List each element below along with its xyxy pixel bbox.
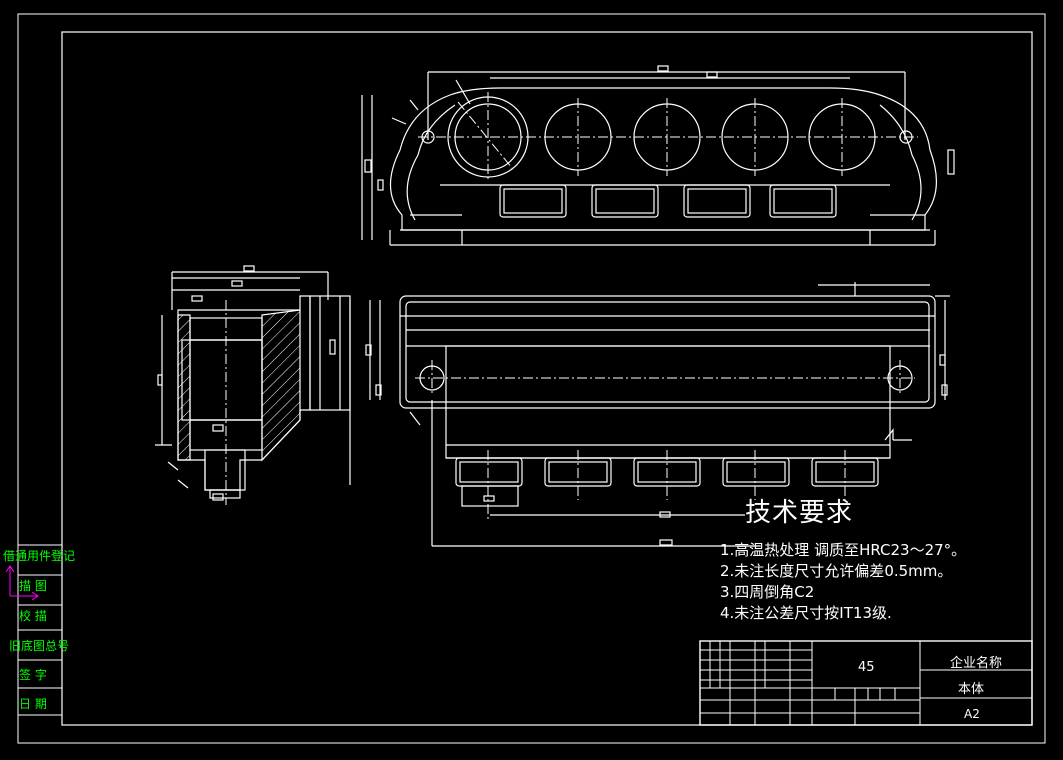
top-view (365, 282, 950, 547)
front-view (361, 65, 955, 246)
front-view-centerlines (418, 92, 918, 182)
sheet-size-cell: A2 (964, 707, 980, 721)
side-label-old-drawing-number: 旧底图总号 (9, 639, 70, 653)
side-label-date: 日 期 (19, 697, 47, 711)
tech-requirements-title: 技术要求 (745, 498, 854, 528)
tech-requirement-4: 4.未注公差尺寸按IT13级. (720, 604, 892, 622)
outer-border (17, 13, 1046, 744)
title-block (699, 640, 1033, 726)
top-view-centerlines (415, 360, 915, 520)
inner-border (61, 31, 1033, 726)
part-name-cell: 本体 (958, 682, 985, 697)
tech-requirement-2: 2.未注长度尺寸允许偏差0.5mm。 (720, 562, 953, 580)
side-section-view (155, 265, 351, 501)
side-label-registration: 借通用件登记 (3, 549, 76, 563)
material-cell: 45 (858, 660, 875, 675)
side-label-signature: 签 字 (19, 668, 47, 682)
company-name-cell: 企业名称 (950, 656, 1003, 671)
ucs-arrow (5, 565, 39, 601)
side-label-frame (17, 544, 63, 716)
side-label-tracing: 描 图 (19, 579, 47, 593)
tech-requirement-3: 3.四周倒角C2 (720, 583, 815, 601)
side-label-check-tracing: 校 描 (19, 609, 47, 623)
tech-requirement-1: 1.高温热处理 调质至HRC23～27°。 (720, 541, 967, 559)
